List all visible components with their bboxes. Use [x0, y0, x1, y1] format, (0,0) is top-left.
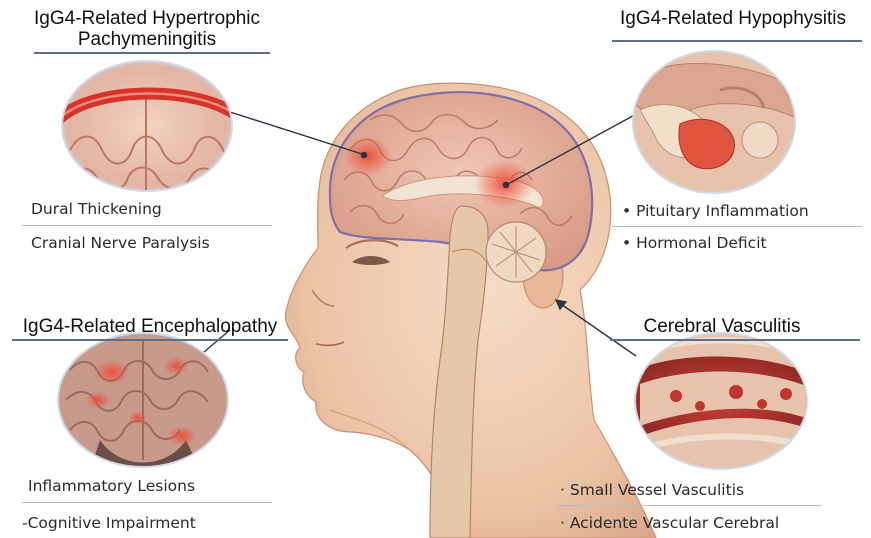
- hypophysitis-item-1: • Pituitary Inflammation: [622, 202, 809, 220]
- hypophysitis-divider: [612, 226, 862, 227]
- encephalopathy-title-rule: [12, 339, 288, 341]
- hypophysitis-item-2: • Hormonal Deficit: [622, 234, 767, 252]
- pachymeningitis-title-line1: IgG4-Related Hypertrophic: [22, 8, 272, 29]
- hypophysitis-title: IgG4-Related Hypophysitis: [608, 8, 858, 29]
- pachymeningitis-title: IgG4-Related Hypertrophic Pachymeningiti…: [22, 8, 272, 50]
- oval-vasculitis: [630, 332, 812, 470]
- dura-hotspot: [344, 136, 392, 176]
- vasculitis-title: Cerebral Vasculitis: [614, 316, 830, 337]
- encephalopathy-item-1: Inflammatory Lesions: [28, 477, 195, 495]
- encephalopathy-divider: [22, 502, 272, 503]
- oval-hypophysitis: [632, 50, 800, 194]
- hypophysitis-title-rule: [612, 40, 862, 42]
- oval-encephalopathy: [57, 332, 229, 470]
- encephalopathy-title: IgG4-Related Encephalopathy: [4, 316, 296, 337]
- pachymeningitis-item-1: Dural Thickening: [31, 200, 162, 218]
- vasculitis-title-rule: [610, 339, 860, 341]
- pachymeningitis-title-rule: [34, 52, 270, 54]
- vasculitis-item-1: · Small Vessel Vasculitis: [560, 481, 744, 499]
- oval-pachymeningitis: [58, 60, 240, 192]
- encephalopathy-item-2: -Cognitive Impairment: [22, 514, 196, 532]
- vasculitis-divider: [556, 505, 822, 506]
- pachymeningitis-title-line2: Pachymeningitis: [22, 29, 272, 50]
- pachymeningitis-divider: [22, 225, 272, 226]
- pachymeningitis-item-2: Cranial Nerve Paralysis: [31, 234, 210, 252]
- vasculitis-item-2: · Acidente Vascular Cerebral: [560, 514, 779, 532]
